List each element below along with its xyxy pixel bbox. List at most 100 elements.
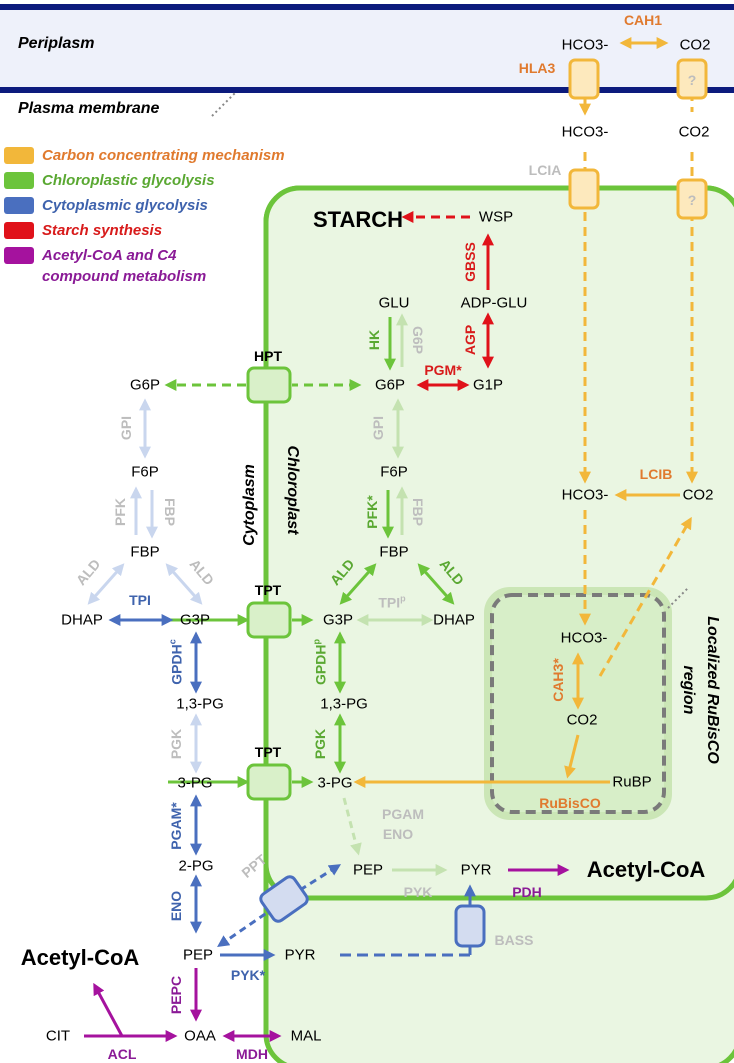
pgam-chl-label: PGAM <box>382 806 424 822</box>
legend-label-starch: Starch synthesis <box>42 222 163 239</box>
g3p-chloroplast: G3P <box>322 611 354 629</box>
fbp-cytoplasm: FBP <box>130 543 160 561</box>
gpdh-cyt-label: GPDHc <box>167 639 185 684</box>
starch-label: STARCH <box>312 207 404 232</box>
adp-glu-metabolite: ADP-GLU <box>460 294 528 312</box>
rubisco-region-label-2: region <box>680 665 697 715</box>
pgam-cyt-label: PGAM* <box>168 802 184 850</box>
cah3-label: CAH3* <box>550 658 566 702</box>
ald-chl-left-arrow <box>339 563 377 605</box>
gpi-chl-label: GPI <box>370 415 386 441</box>
tpi-chl-sup: p <box>400 593 406 604</box>
ppt-upper-arrow <box>299 864 342 892</box>
f6p-cytoplasm: F6P <box>131 463 159 481</box>
tpt-transporter-1 <box>246 601 292 639</box>
pg2-cytoplasm: 2-PG <box>178 857 214 875</box>
pdh-label: PDH <box>512 884 542 900</box>
dhap-chloroplast: DHAP <box>433 611 475 629</box>
legend-swatch-chloroplastic <box>4 172 34 189</box>
hla3-label: HLA3 <box>518 60 556 76</box>
pep-chloroplast: PEP <box>352 861 384 879</box>
tpt-transporter-2 <box>246 763 292 801</box>
unknown-transporter-2-label: ? <box>687 192 697 208</box>
co2-to-rubisco-arrow <box>564 734 580 779</box>
pyr-cytoplasm: PYR <box>284 946 316 964</box>
gpdh-chl-sup: p <box>311 639 322 645</box>
pgk-chl-label: PGK <box>312 728 328 760</box>
rubp-metabolite: RuBP <box>612 773 652 791</box>
rubisco-label: RuBisCO <box>539 795 601 811</box>
ald-cyt-right-arrow <box>165 563 203 605</box>
bass-label: BASS <box>494 932 534 948</box>
fbp-chl-label: FBP <box>410 498 426 526</box>
rubisco-region-label-1: Localized RuBisCO <box>704 616 721 764</box>
unknown-co2-transporter-2 <box>676 178 708 220</box>
mdh-label: MDH <box>236 1046 268 1062</box>
acetyl-coa-chloroplast: Acetyl-CoA <box>586 857 706 882</box>
legend-swatch-starch <box>4 222 34 239</box>
pfk-chl-label: PFK* <box>364 495 380 529</box>
legend-label-acetyl-1: Acetyl-CoA and C4 <box>42 247 177 264</box>
gpdh-chl-text: GPDH <box>312 644 329 685</box>
bass-transporter <box>454 904 486 948</box>
tpi-chl-text: TPI <box>378 594 401 611</box>
mal-metabolite: MAL <box>290 1027 322 1045</box>
co2-rubisco-region: CO2 <box>566 711 598 729</box>
co2-chloroplast: CO2 <box>682 486 714 504</box>
acl-label: ACL <box>107 1046 137 1062</box>
pepc-label: PEPC <box>168 975 184 1015</box>
f6p-chloroplast: F6P <box>380 463 408 481</box>
fbp-chloroplast: FBP <box>379 543 409 561</box>
wsp-metabolite: WSP <box>478 208 514 226</box>
dhap-cytoplasm: DHAP <box>61 611 103 629</box>
hpt-transporter <box>246 366 292 404</box>
eno-chl-label: ENO <box>382 826 414 842</box>
pg3-cytoplasm: 3-PG <box>177 774 213 792</box>
gpdh-cyt-sup: c <box>167 639 178 645</box>
bpg-cytoplasm: 1,3-PG <box>176 695 224 713</box>
oaa-metabolite: OAA <box>184 1027 216 1045</box>
unknown-co2-transporter-1 <box>676 58 708 100</box>
hla3-transporter <box>568 58 600 100</box>
acetyl-coa-cytoplasm: Acetyl-CoA <box>20 945 140 970</box>
fbp-cyt-label: FBP <box>162 498 178 526</box>
legend-swatch-ccm <box>4 147 34 164</box>
pep-cytoplasm: PEP <box>182 946 214 964</box>
tpt-label-1: TPT <box>254 582 282 598</box>
rubisco-region-border <box>490 593 666 814</box>
cah1-label: CAH1 <box>623 12 663 28</box>
bpg-chloroplast: 1,3-PG <box>320 695 368 713</box>
pfk-cyt-label: PFK <box>112 498 128 526</box>
ppt-transporter <box>259 875 309 923</box>
cytoplasm-label: Cytoplasm <box>241 464 258 546</box>
periplasm-band <box>0 7 734 90</box>
g3p-cytoplasm: G3P <box>179 611 211 629</box>
plasma-membrane-label: Plasma membrane <box>18 100 160 117</box>
ald-chl-right-arrow <box>417 563 455 605</box>
hk-label: HK <box>366 329 382 351</box>
pg3-chloroplast: 3-PG <box>317 774 353 792</box>
legend-label-chloroplastic: Chloroplastic glycolysis <box>42 172 215 189</box>
co2-cytoplasm: CO2 <box>678 123 710 141</box>
g1p-metabolite: G1P <box>472 376 504 394</box>
eno-cyt-label: ENO <box>168 890 184 922</box>
acl-arrow <box>93 982 124 1037</box>
g6p-faded-label: G6P <box>410 325 426 355</box>
tpt-label-2: TPT <box>254 744 282 760</box>
tpi-chl-label: TPIp <box>378 593 406 611</box>
gpdh-chl-label: GPDHp <box>311 639 329 685</box>
pgm-label: PGM* <box>424 362 462 378</box>
tpi-cyt-label: TPI <box>129 592 151 608</box>
hco3-cytoplasm: HCO3- <box>561 123 609 141</box>
periplasm-label: Periplasm <box>18 35 95 52</box>
agp-label: AGP <box>462 324 478 356</box>
pyk-chl-label: PYK <box>403 884 433 900</box>
unknown-transporter-1-label: ? <box>687 72 697 88</box>
pyk-cyt-label: PYK* <box>230 967 266 983</box>
g6p-cytoplasm: G6P <box>129 376 161 394</box>
plasma-membrane-pointer <box>211 91 237 117</box>
pgam-eno-chl-arrow <box>342 797 362 856</box>
legend-label-cytoplasmic: Cytoplasmic glycolysis <box>42 197 208 214</box>
